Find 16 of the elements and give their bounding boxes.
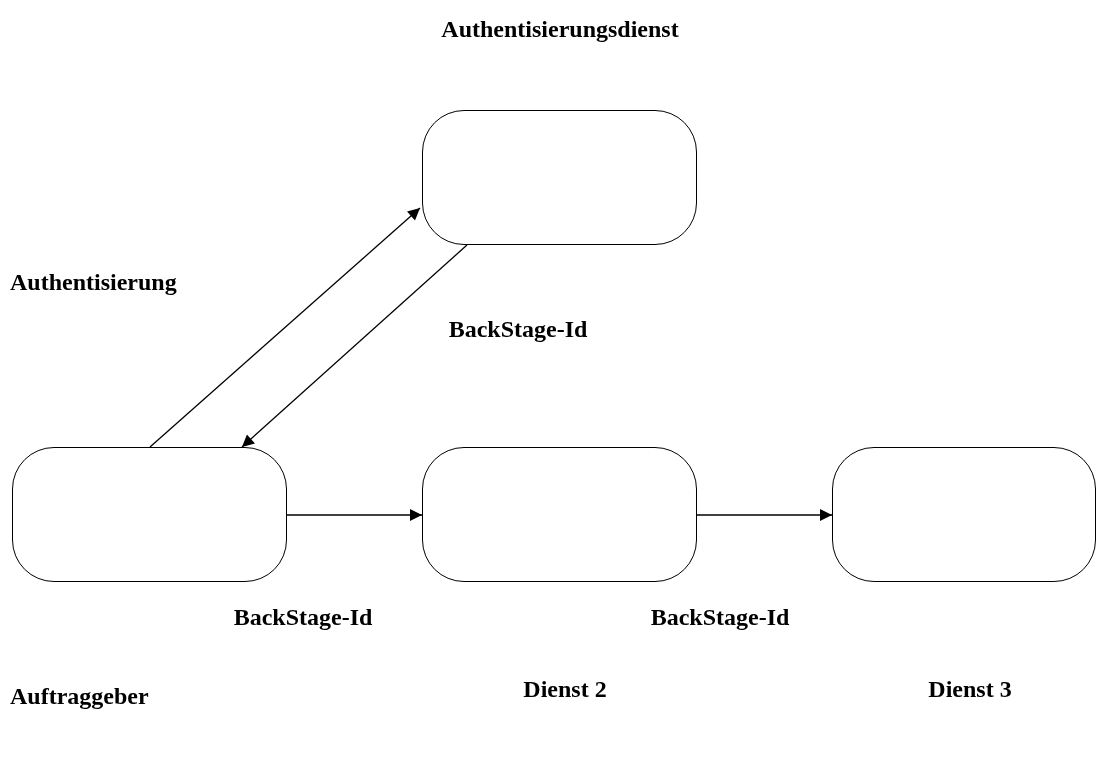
edge-label: BackStage-Id <box>650 603 790 632</box>
arrow <box>696 509 833 521</box>
name-label: Dienst 3 <box>928 675 1012 704</box>
name-label: Dienst 2 <box>523 675 607 704</box>
rounded-box <box>422 110 697 245</box>
arrow <box>241 244 468 448</box>
name-label: Auftraggeber <box>10 682 149 711</box>
arrow <box>149 207 421 448</box>
rounded-box <box>422 447 697 582</box>
edge-label: BackStage-Id <box>448 315 588 344</box>
name-label: Authentisierungsdienst <box>441 15 679 44</box>
rounded-box <box>12 447 287 582</box>
rounded-box <box>832 447 1096 582</box>
edge-label: BackStage-Id <box>233 603 373 632</box>
arrow <box>286 509 423 521</box>
edge-label: Authentisierung <box>10 268 177 297</box>
